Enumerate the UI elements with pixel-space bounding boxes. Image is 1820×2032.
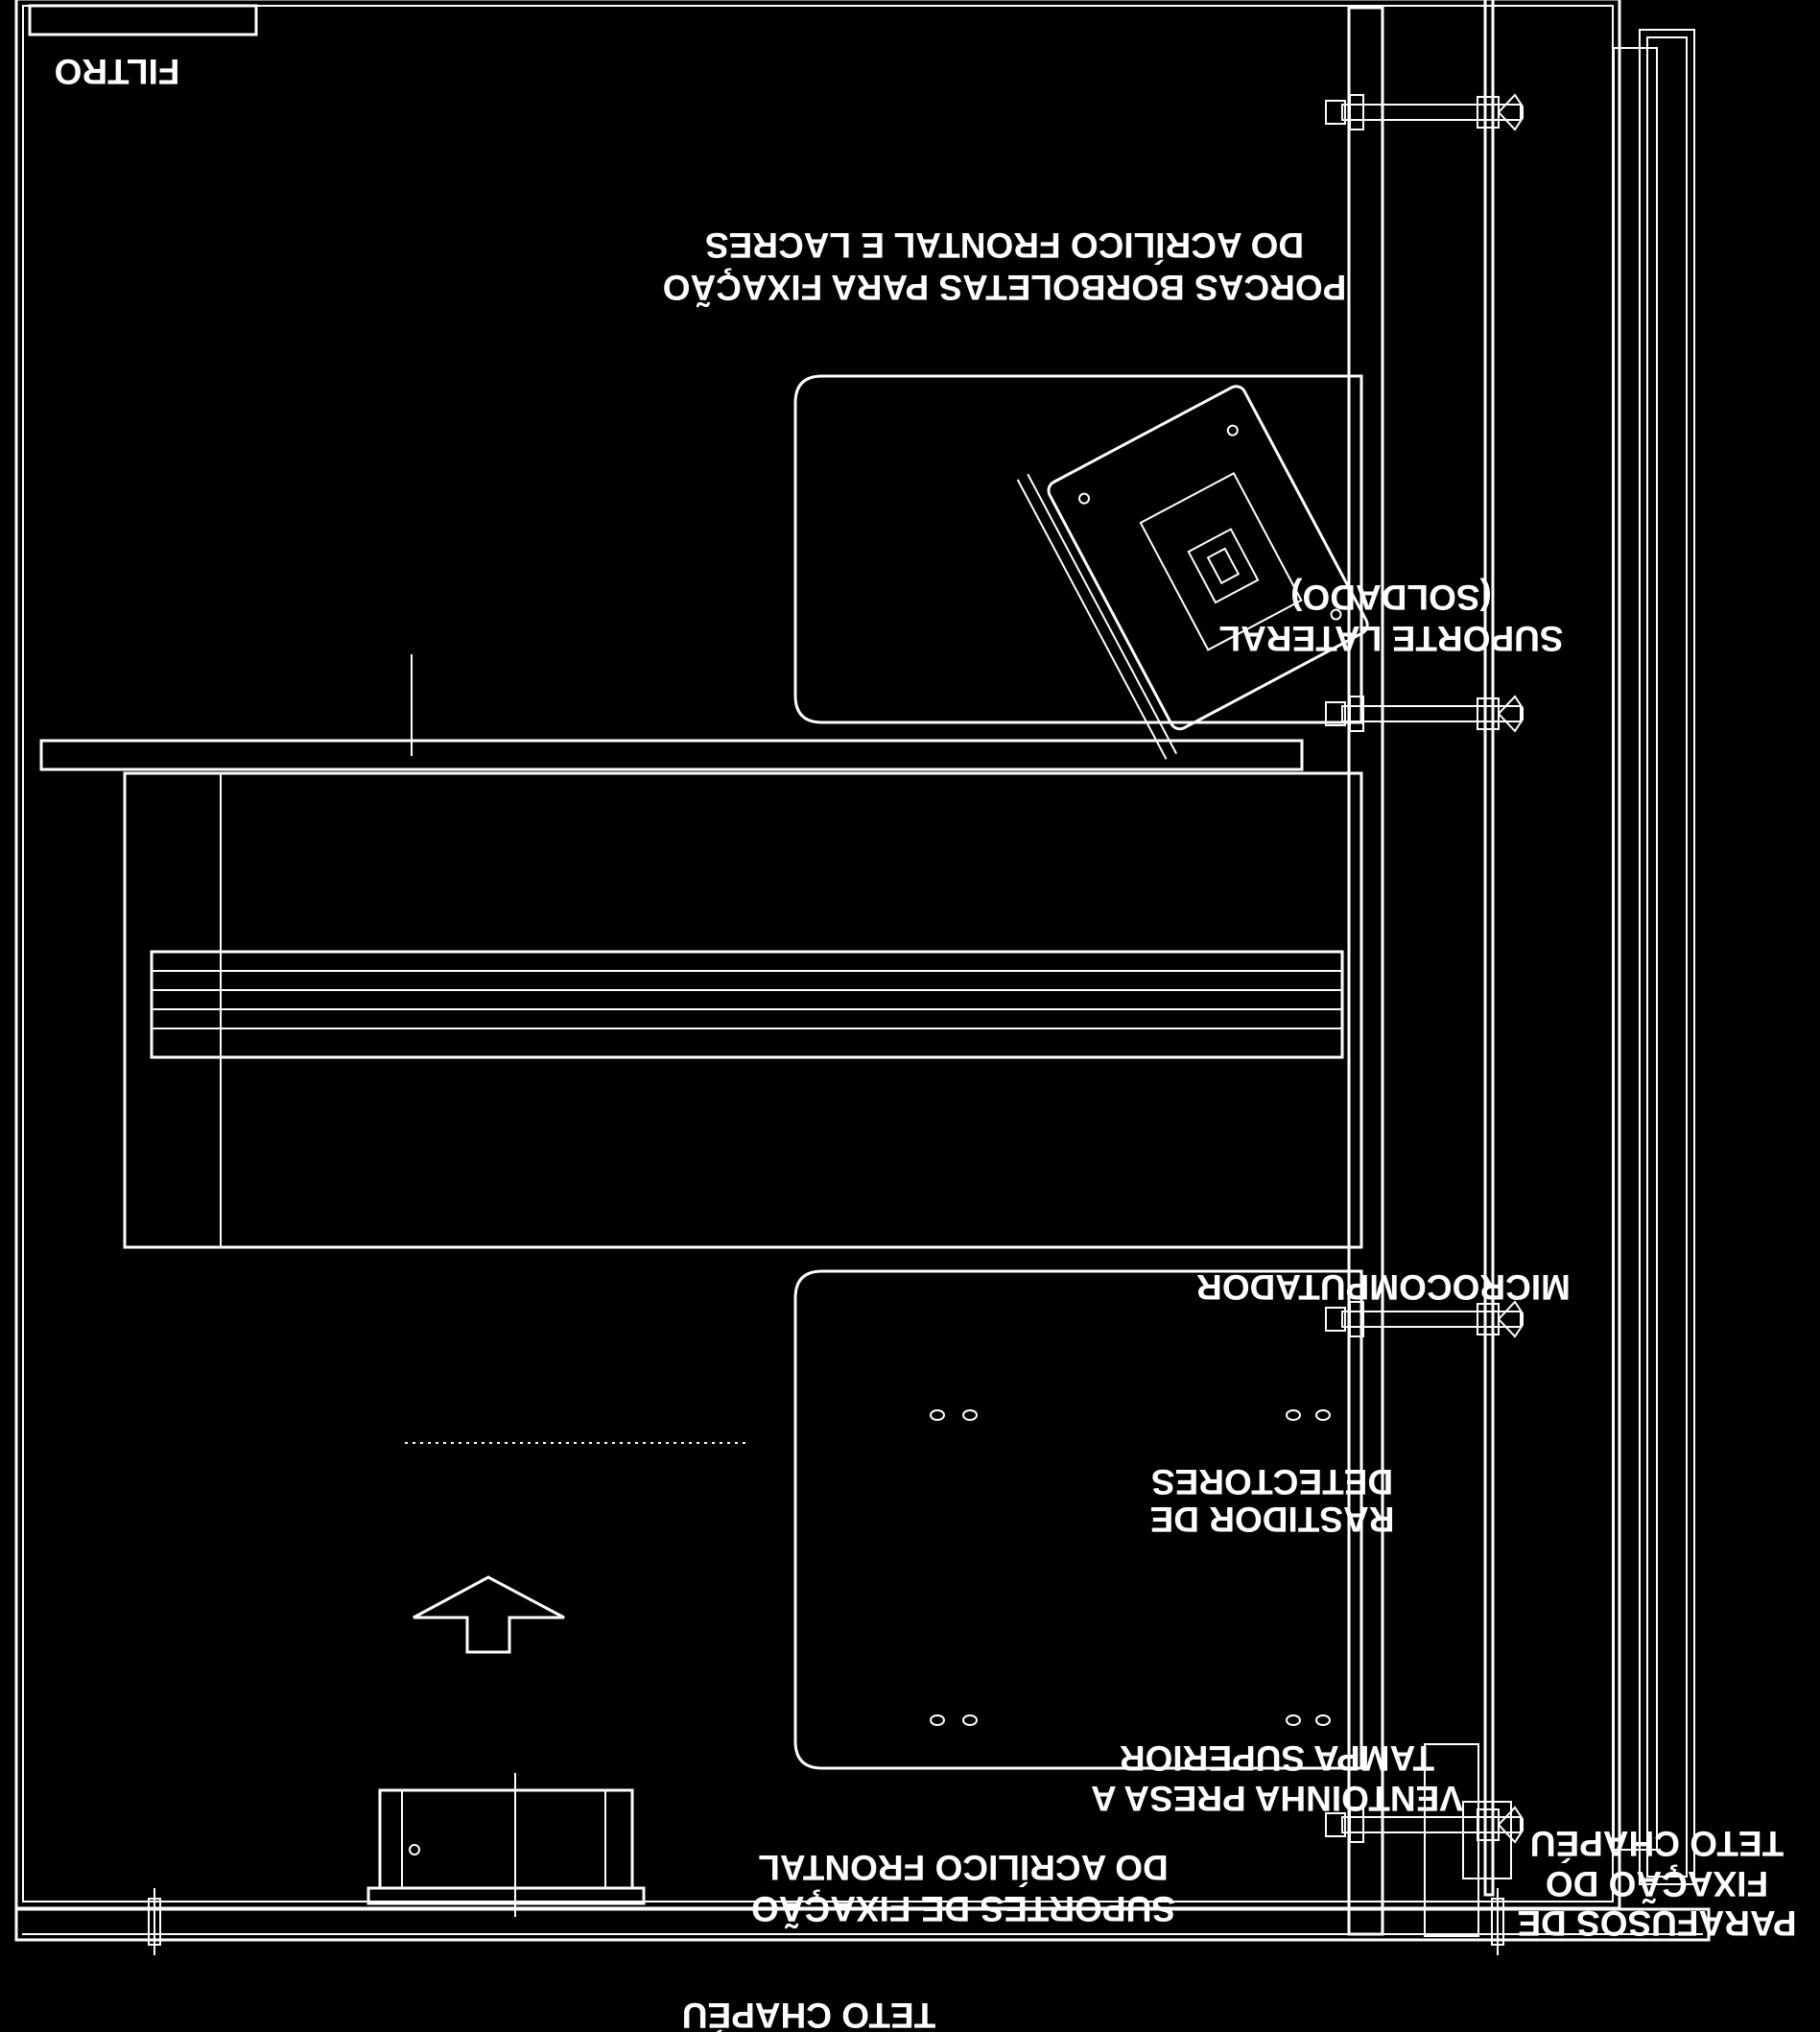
roof-hat bbox=[14, 1888, 1711, 1955]
label-rastidor-line2: DETECTORES bbox=[1151, 1462, 1393, 1501]
wing-nut-1 bbox=[1325, 1806, 1524, 1844]
wing-nut-3 bbox=[1325, 695, 1524, 733]
filter-box bbox=[28, 4, 258, 36]
acrylic-support-rod bbox=[1483, 0, 1495, 1897]
label-ventoinha-line1: VENTOINHA PRESA A bbox=[1091, 1779, 1463, 1818]
microcomputer bbox=[123, 771, 1363, 1249]
label-ventoinha-line2: TAMPA SUPERIOR bbox=[1120, 1738, 1434, 1778]
detector-rack bbox=[400, 1269, 1363, 1770]
label-suportes-line1: SUPORTES DE FIXAÇÃO bbox=[751, 1889, 1175, 1929]
label-parafusos-line2: FIXAÇÃO DO bbox=[1546, 1864, 1768, 1904]
fan bbox=[366, 1773, 646, 1917]
drawing-geometry bbox=[14, 0, 1711, 1955]
label-filtro: FILTRO bbox=[55, 52, 180, 91]
label-parafusos-line3: TETO CHAPÉU bbox=[1530, 1824, 1785, 1863]
acrylic-frame bbox=[1347, 6, 1695, 1937]
wing-nut-2 bbox=[1325, 1300, 1524, 1338]
lateral-support bbox=[39, 654, 1304, 771]
lock-mechanism bbox=[1016, 385, 1369, 760]
wing-nut-studs bbox=[1325, 93, 1524, 1844]
upper-bracket bbox=[793, 374, 1369, 760]
wing-nut-4 bbox=[1325, 93, 1524, 131]
label-microcomputador: MICROCOMPUTADOR bbox=[1196, 1267, 1571, 1307]
label-suportes-line2: DO ACRÍLICO FRONTAL bbox=[758, 1848, 1169, 1887]
label-parafusos-line1: PARAFUSOS DE bbox=[1517, 1903, 1796, 1943]
label-suporte-line1: SUPORTE LATERAL bbox=[1218, 619, 1563, 658]
label-suporte-line2: (SOLDADO) bbox=[1290, 578, 1492, 617]
label-porcas-line2: DO ACRÍLICO FRONTAL E LACRES bbox=[705, 225, 1304, 265]
fan-arrow bbox=[413, 1575, 565, 1654]
label-porcas-line1: PORCAS BORBOLETAS PARA FIXAÇÃO bbox=[663, 268, 1347, 308]
label-rastidor-line1: RASTIDOR DE bbox=[1150, 1500, 1395, 1539]
title-teto-chapeu: TETO CHAPÉU bbox=[682, 1996, 936, 2032]
